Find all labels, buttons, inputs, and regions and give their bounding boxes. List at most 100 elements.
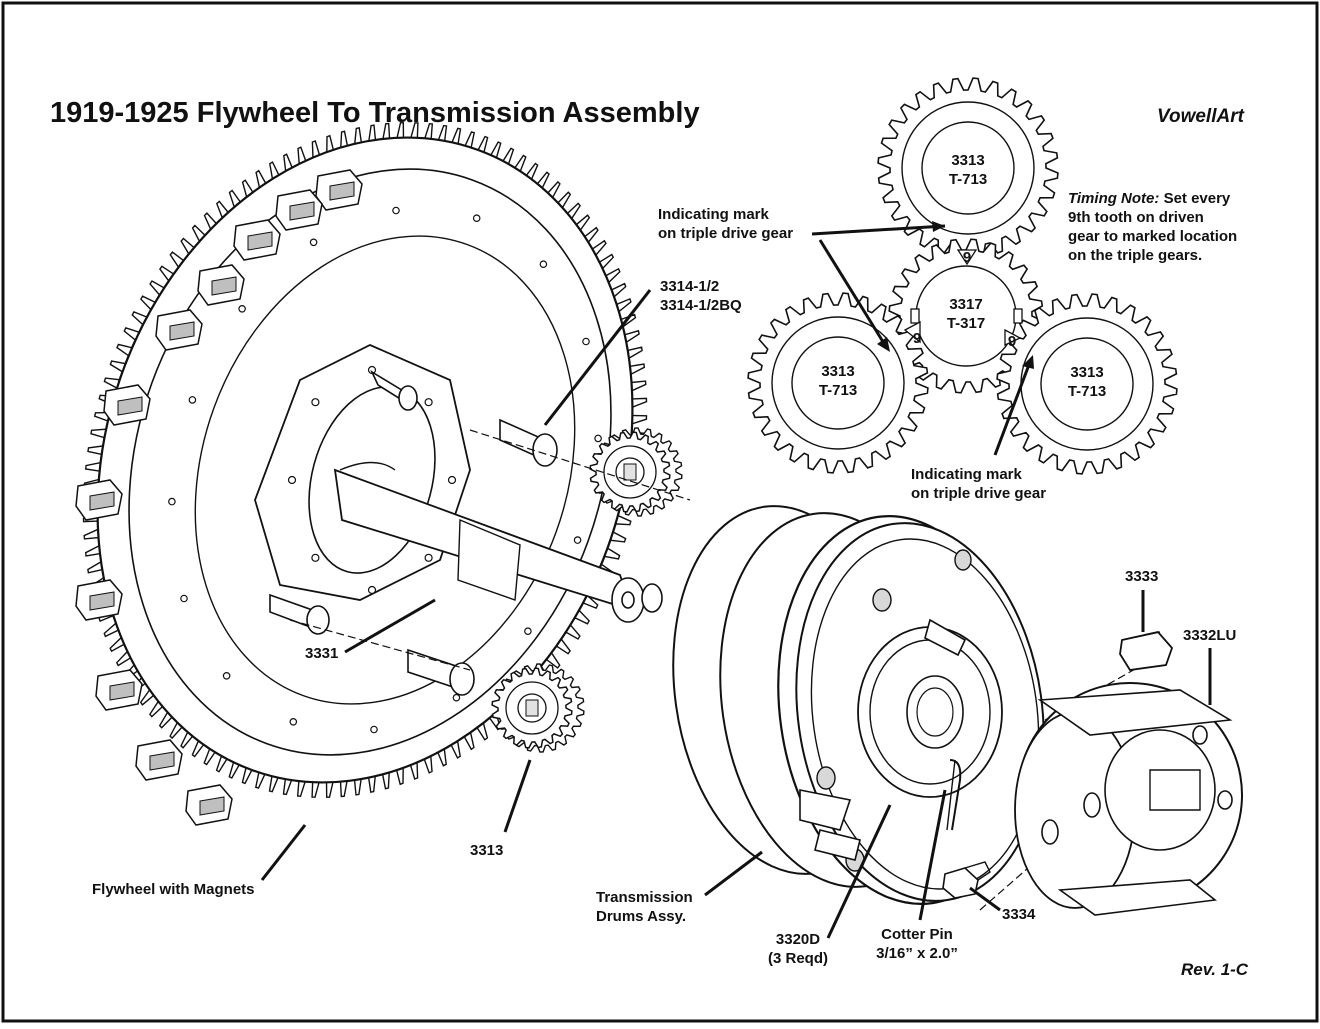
- magnet-face: [211, 276, 237, 296]
- flywheel-magnet: [155, 309, 203, 351]
- gear-center-ford-number: T-317: [947, 315, 985, 332]
- set-screw-3334: [942, 861, 991, 899]
- magnet-face: [199, 796, 225, 816]
- label-cotter-pin-1: Cotter Pin: [881, 926, 953, 943]
- leader-cotter-pin: [918, 789, 947, 921]
- magnet-face: [329, 181, 355, 201]
- center-keyway-left: [910, 308, 920, 324]
- flywheel-magnet: [185, 784, 233, 826]
- flywheel-bolt-hole: [180, 594, 188, 603]
- leader-3331: [344, 598, 436, 654]
- label-flywheel-with-magnets: Flywheel with Magnets: [92, 881, 255, 898]
- transmission-shaft: [333, 461, 663, 623]
- leader-indicating-top-diag-arrowhead: [877, 337, 890, 352]
- gear-top-part-number: 3313: [951, 152, 984, 169]
- leader-3313: [503, 759, 532, 833]
- flywheel-bolt-hole: [222, 671, 231, 680]
- timing-gear-right-teeth: [996, 293, 1178, 475]
- label-3334: 3334: [1002, 906, 1036, 923]
- gear-right-part-number: 3313: [1070, 364, 1103, 381]
- driven-gear-lower: [491, 663, 585, 753]
- hub-bolt-hole: [287, 475, 297, 485]
- magnet-face: [89, 491, 115, 511]
- flywheel-bolt-hole: [524, 627, 532, 636]
- leader-flywheel: [260, 824, 307, 881]
- timing-gear-top-hub-ring: [921, 121, 1015, 215]
- timing-note-lead: Timing Note:: [1068, 190, 1159, 207]
- flywheel-bolt-hole: [594, 434, 602, 443]
- flywheel-magnet: [315, 169, 363, 211]
- flywheel-bolt-hole: [370, 725, 378, 734]
- tooth-mark-right-triangle: [1004, 328, 1022, 347]
- key-3333: [1119, 631, 1174, 671]
- flywheel-bolt-hole: [168, 497, 176, 506]
- tooth-mark-top: 9: [963, 249, 971, 266]
- label-indicating-mark-top-2: on triple drive gear: [658, 225, 793, 242]
- flywheel-bolt-hole: [472, 214, 481, 223]
- label-3320D-1: 3320D: [776, 931, 820, 948]
- label-3314-2: 3314-1/2BQ: [660, 297, 742, 314]
- flywheel-magnets: [75, 169, 363, 826]
- leader-indicating-top-diag: [818, 239, 887, 346]
- timing-note-line1-text: Set every: [1164, 190, 1231, 207]
- alignment-line-lower: [289, 619, 471, 671]
- tooth-mark-right: 9: [1008, 333, 1016, 350]
- tooth-mark-left: 9: [913, 330, 921, 347]
- timing-gear-top-pitch-ring: [901, 101, 1035, 235]
- flywheel-bolt-holes: [168, 206, 602, 734]
- label-3332LU: 3332LU: [1183, 627, 1236, 644]
- leader-3314: [543, 289, 652, 426]
- flywheel-bolt-hole: [309, 238, 318, 247]
- flywheel: [75, 122, 663, 826]
- artist-credit: VowellArt: [1157, 106, 1245, 127]
- flywheel-magnet: [103, 384, 151, 426]
- flywheel-bolt-hole: [188, 396, 197, 404]
- leader-indicating-bottom: [993, 361, 1032, 456]
- flywheel-bolt-hole: [289, 717, 298, 726]
- label-3320D-2: (3 Reqd): [768, 950, 828, 967]
- flywheel-magnet: [95, 669, 143, 711]
- flywheel-bolt-hole: [238, 304, 246, 313]
- gear-top-ford-number: T-713: [949, 171, 987, 188]
- hub-bolt-hole: [311, 398, 320, 407]
- flywheel-magnet: [75, 479, 123, 521]
- flywheel-bolt-hole: [452, 693, 461, 702]
- timing-note-line3: gear to marked location: [1068, 228, 1237, 245]
- flywheel-bolt-hole: [392, 206, 400, 215]
- label-3313: 3313: [470, 842, 503, 859]
- magnet-face: [149, 751, 175, 771]
- tooth-mark-left-triangle: [903, 320, 921, 344]
- flywheel-bolt-hole: [573, 536, 582, 544]
- flywheel-magnet: [197, 264, 245, 306]
- magnet-face: [247, 231, 273, 251]
- gear-key: [525, 699, 539, 717]
- hub-bolt-hole: [311, 553, 320, 562]
- tooth-mark-top-triangle: [956, 249, 978, 266]
- hub-bolt-hole: [424, 398, 433, 407]
- label-drums-2: Drums Assy.: [596, 908, 686, 925]
- transmission-drums: [672, 505, 1045, 905]
- leader-drums: [704, 850, 763, 897]
- timing-note-line2: 9th tooth on driven: [1068, 209, 1204, 226]
- leader-3334: [969, 886, 1001, 912]
- timing-note-line4: on the triple gears.: [1068, 247, 1202, 264]
- magnet-face: [109, 681, 135, 701]
- magnet-face: [169, 321, 195, 341]
- magnet-face: [289, 201, 315, 221]
- timing-gear-left-teeth: [747, 292, 929, 474]
- flywheel-bolt-hole: [539, 260, 548, 269]
- gear-right-ford-number: T-713: [1068, 383, 1106, 400]
- flywheel-pins: [269, 369, 558, 696]
- flywheel-magnet: [275, 189, 323, 231]
- label-indicating-mark-bottom-2: on triple drive gear: [911, 485, 1046, 502]
- flywheel-magnet: [75, 579, 123, 621]
- gear-left-part-number: 3313: [821, 363, 854, 380]
- flywheel-magnet: [135, 739, 183, 781]
- hub-bolt-hole: [424, 553, 433, 562]
- label-drums-1: Transmission: [596, 889, 693, 906]
- revision-label: Rev. 1-C: [1181, 960, 1249, 979]
- alignment-line-upper: [469, 429, 691, 501]
